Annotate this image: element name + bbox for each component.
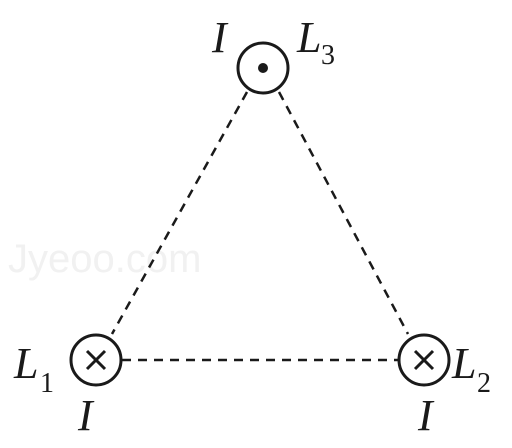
- current-out-of-page-dot-icon: [258, 63, 268, 73]
- wire-l1-name-label: L: [13, 339, 38, 388]
- wire-l3-subscript: 3: [321, 40, 335, 71]
- dashed-side-l1-l3: [110, 91, 249, 335]
- wire-l3-name-label: L: [296, 13, 321, 62]
- wire-l2-subscript: 2: [477, 368, 491, 399]
- wire-l2-name-label: L: [451, 339, 476, 388]
- wire-l1-subscript: 1: [40, 368, 54, 399]
- current-into-page-cross-icon: [85, 349, 107, 371]
- watermark: Jyeoo.com: [8, 237, 201, 281]
- dashed-side-l2-l3: [277, 91, 410, 335]
- current-into-page-cross-icon: [413, 349, 435, 371]
- wire-l3-current-label: I: [211, 13, 229, 62]
- wire-l2-current-label: I: [417, 391, 435, 440]
- wire-l1-current-label: I: [77, 391, 95, 440]
- wire-l2: [397, 333, 451, 387]
- wire-l3: [236, 41, 290, 95]
- wire-l1: [69, 333, 123, 387]
